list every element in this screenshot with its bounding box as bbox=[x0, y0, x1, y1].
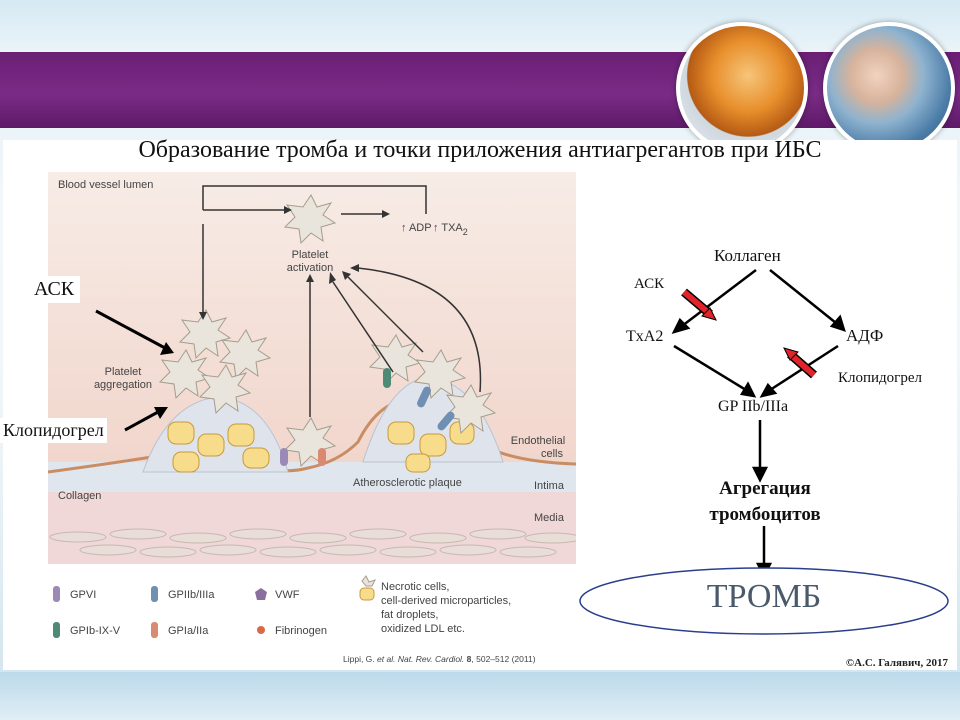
legend-fibrinogen: Fibrinogen bbox=[275, 625, 327, 637]
legend-swatch-gpia bbox=[151, 622, 158, 638]
legend-gpib: GPIb-IX-V bbox=[70, 625, 121, 637]
legend-necrotic-3: fat droplets, bbox=[381, 609, 438, 621]
header-background bbox=[0, 0, 960, 52]
legend-swatch-gpib bbox=[53, 622, 60, 638]
legend-gpia: GPIa/IIa bbox=[168, 625, 209, 637]
gp-node: GP IIb/IIIa bbox=[718, 398, 789, 415]
txa2-node: TxA2 bbox=[626, 328, 664, 345]
activation-label-2: activation bbox=[287, 262, 333, 274]
media-label: Media bbox=[534, 512, 565, 524]
aggregation-label-1: Platelet bbox=[105, 366, 142, 378]
legend-swatch-fibrinogen bbox=[257, 626, 265, 634]
txa2-label: ↑ TXA2 bbox=[433, 222, 468, 237]
arrow-to-txa2 bbox=[671, 317, 691, 334]
slide-title: Образование тромба и точки приложения ан… bbox=[138, 137, 822, 163]
thrombus-illustration: Blood vessel lumen ↑ ADP ↑ TXA2 Platelet… bbox=[48, 172, 576, 664]
arrow-adp-to-gp bbox=[759, 382, 778, 398]
legend-necrotic-icon bbox=[359, 575, 376, 601]
legend-necrotic-2: cell-derived microparticles, bbox=[381, 595, 511, 607]
necrotic-cells bbox=[167, 421, 475, 473]
legend-necrotic-1: Necrotic cells, bbox=[381, 581, 449, 593]
ask-callout: АСК bbox=[28, 276, 81, 303]
lumen-label: Blood vessel lumen bbox=[58, 179, 153, 191]
legend: GPVI GPIIb/IIIa VWF GPIb-IX-V GPIa/IIa F… bbox=[53, 575, 511, 638]
thrombus-node: ТРОМБ bbox=[706, 578, 822, 615]
adp-label: ↑ ADP bbox=[401, 222, 432, 234]
activation-label-1: Platelet bbox=[292, 249, 329, 261]
legend-necrotic-4: oxidized LDL etc. bbox=[381, 623, 465, 635]
legend-gpvi: GPVI bbox=[70, 589, 96, 601]
citation: Lippi, G. et al. Nat. Rev. Cardiol. 8, 5… bbox=[343, 654, 536, 664]
mechanism-flowchart bbox=[579, 269, 949, 635]
arrow-txa2-to-gp bbox=[739, 381, 757, 398]
legend-vwf: VWF bbox=[275, 589, 300, 601]
receptors bbox=[280, 368, 455, 466]
aggregation-node-1: Агрегация bbox=[719, 478, 811, 499]
intima-label: Intima bbox=[534, 480, 565, 492]
collagen-node: Коллаген bbox=[714, 246, 781, 265]
media-fibres bbox=[49, 528, 576, 558]
legend-swatch-gpiib bbox=[151, 586, 158, 602]
ask-node-label: АСК bbox=[634, 276, 665, 292]
footer-background bbox=[0, 672, 960, 720]
clopidogrel-inhibition-arrow bbox=[783, 347, 817, 379]
legend-gpiib: GPIIb/IIIa bbox=[168, 589, 215, 601]
arrow-heads bbox=[199, 206, 390, 320]
signal-arrows bbox=[202, 185, 482, 417]
clopidogrel-node-label: Клопидогрел bbox=[838, 370, 922, 386]
aggregation-label-2: aggregation bbox=[94, 379, 152, 391]
endothelial-label-2: cells bbox=[541, 448, 564, 460]
arrow-gp-to-aggregation bbox=[751, 466, 769, 483]
endothelial-label-1: Endothelial bbox=[511, 435, 565, 447]
plaque-label: Atherosclerotic plaque bbox=[353, 477, 462, 489]
adp-node: АДФ bbox=[846, 326, 884, 345]
author-credit: ©А.С. Галявич, 2017 bbox=[845, 657, 948, 669]
aggregated-platelets bbox=[158, 194, 497, 468]
collagen-label: Collagen bbox=[58, 490, 101, 502]
doctor-photo bbox=[823, 22, 955, 154]
legend-swatch-vwf bbox=[255, 588, 267, 600]
clopidogrel-callout: Клопидогрел bbox=[0, 418, 107, 443]
aggregation-node-2: тромбоцитов bbox=[709, 504, 821, 525]
ask-inhibition-arrow bbox=[681, 288, 717, 321]
arrow-to-adp bbox=[829, 314, 846, 332]
thrombus-ellipse bbox=[579, 567, 949, 635]
legend-swatch-gpvi bbox=[53, 586, 60, 602]
